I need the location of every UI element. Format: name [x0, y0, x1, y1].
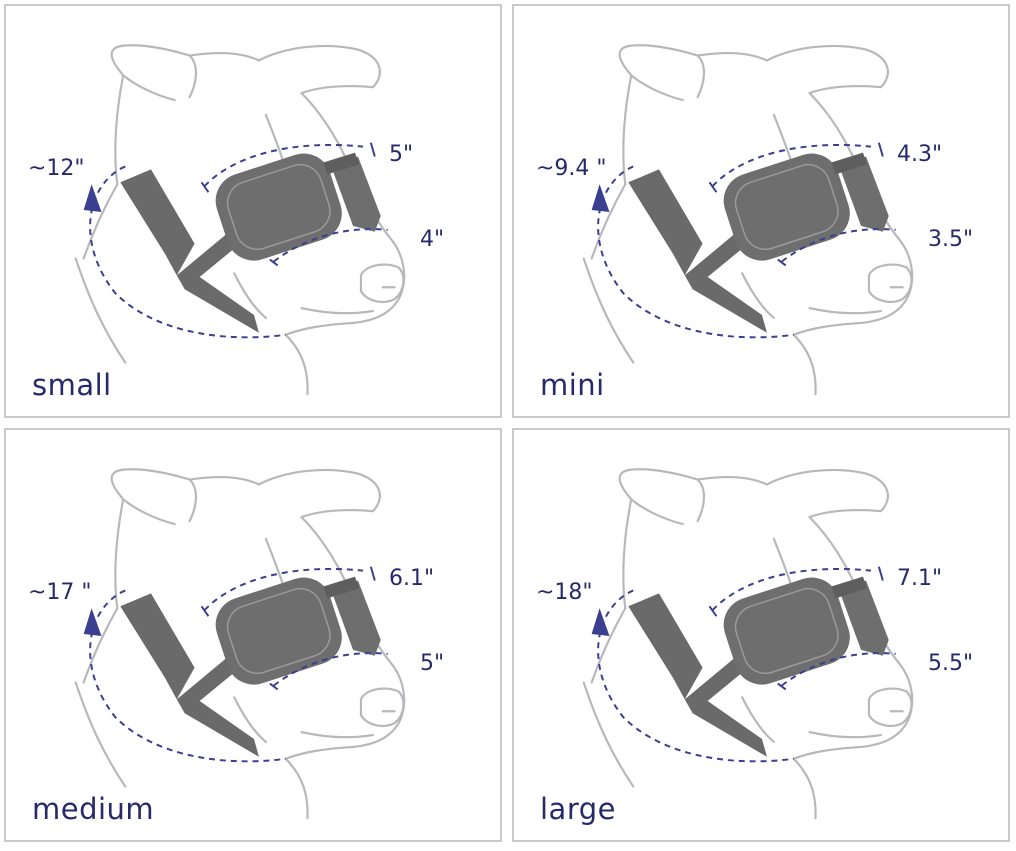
top-measurement: 4.3": [897, 142, 943, 167]
panel-large: ~18" 7.1" 5.5" large: [512, 428, 1010, 842]
dog-goggles-illustration: [74, 44, 406, 396]
size-label: mini: [540, 368, 605, 402]
neck-measurement: ~18": [536, 580, 593, 605]
panel-small: ~12" 5" 4" small: [4, 4, 502, 418]
size-label: large: [540, 792, 616, 826]
dog-goggles-illustration: [74, 468, 406, 820]
bottom-measurement: 3.5": [928, 227, 974, 252]
top-measurement: 5": [389, 142, 414, 167]
neck-measurement: ~9.4 ": [536, 156, 607, 181]
neck-measurement: ~12": [28, 156, 85, 181]
neck-measurement: ~17 ": [28, 580, 92, 605]
bottom-measurement: 5.5": [928, 651, 974, 676]
top-measurement: 6.1": [389, 566, 435, 591]
size-label: small: [32, 368, 112, 402]
bottom-measurement: 4": [420, 227, 445, 252]
top-measurement: 7.1": [897, 566, 943, 591]
panel-mini: ~9.4 " 4.3" 3.5" mini: [512, 4, 1010, 418]
size-label: medium: [32, 792, 155, 826]
panel-medium: ~17 " 6.1" 5" medium: [4, 428, 502, 842]
bottom-measurement: 5": [420, 651, 445, 676]
dog-goggles-illustration: [582, 44, 914, 396]
dog-goggles-illustration: [582, 468, 914, 820]
